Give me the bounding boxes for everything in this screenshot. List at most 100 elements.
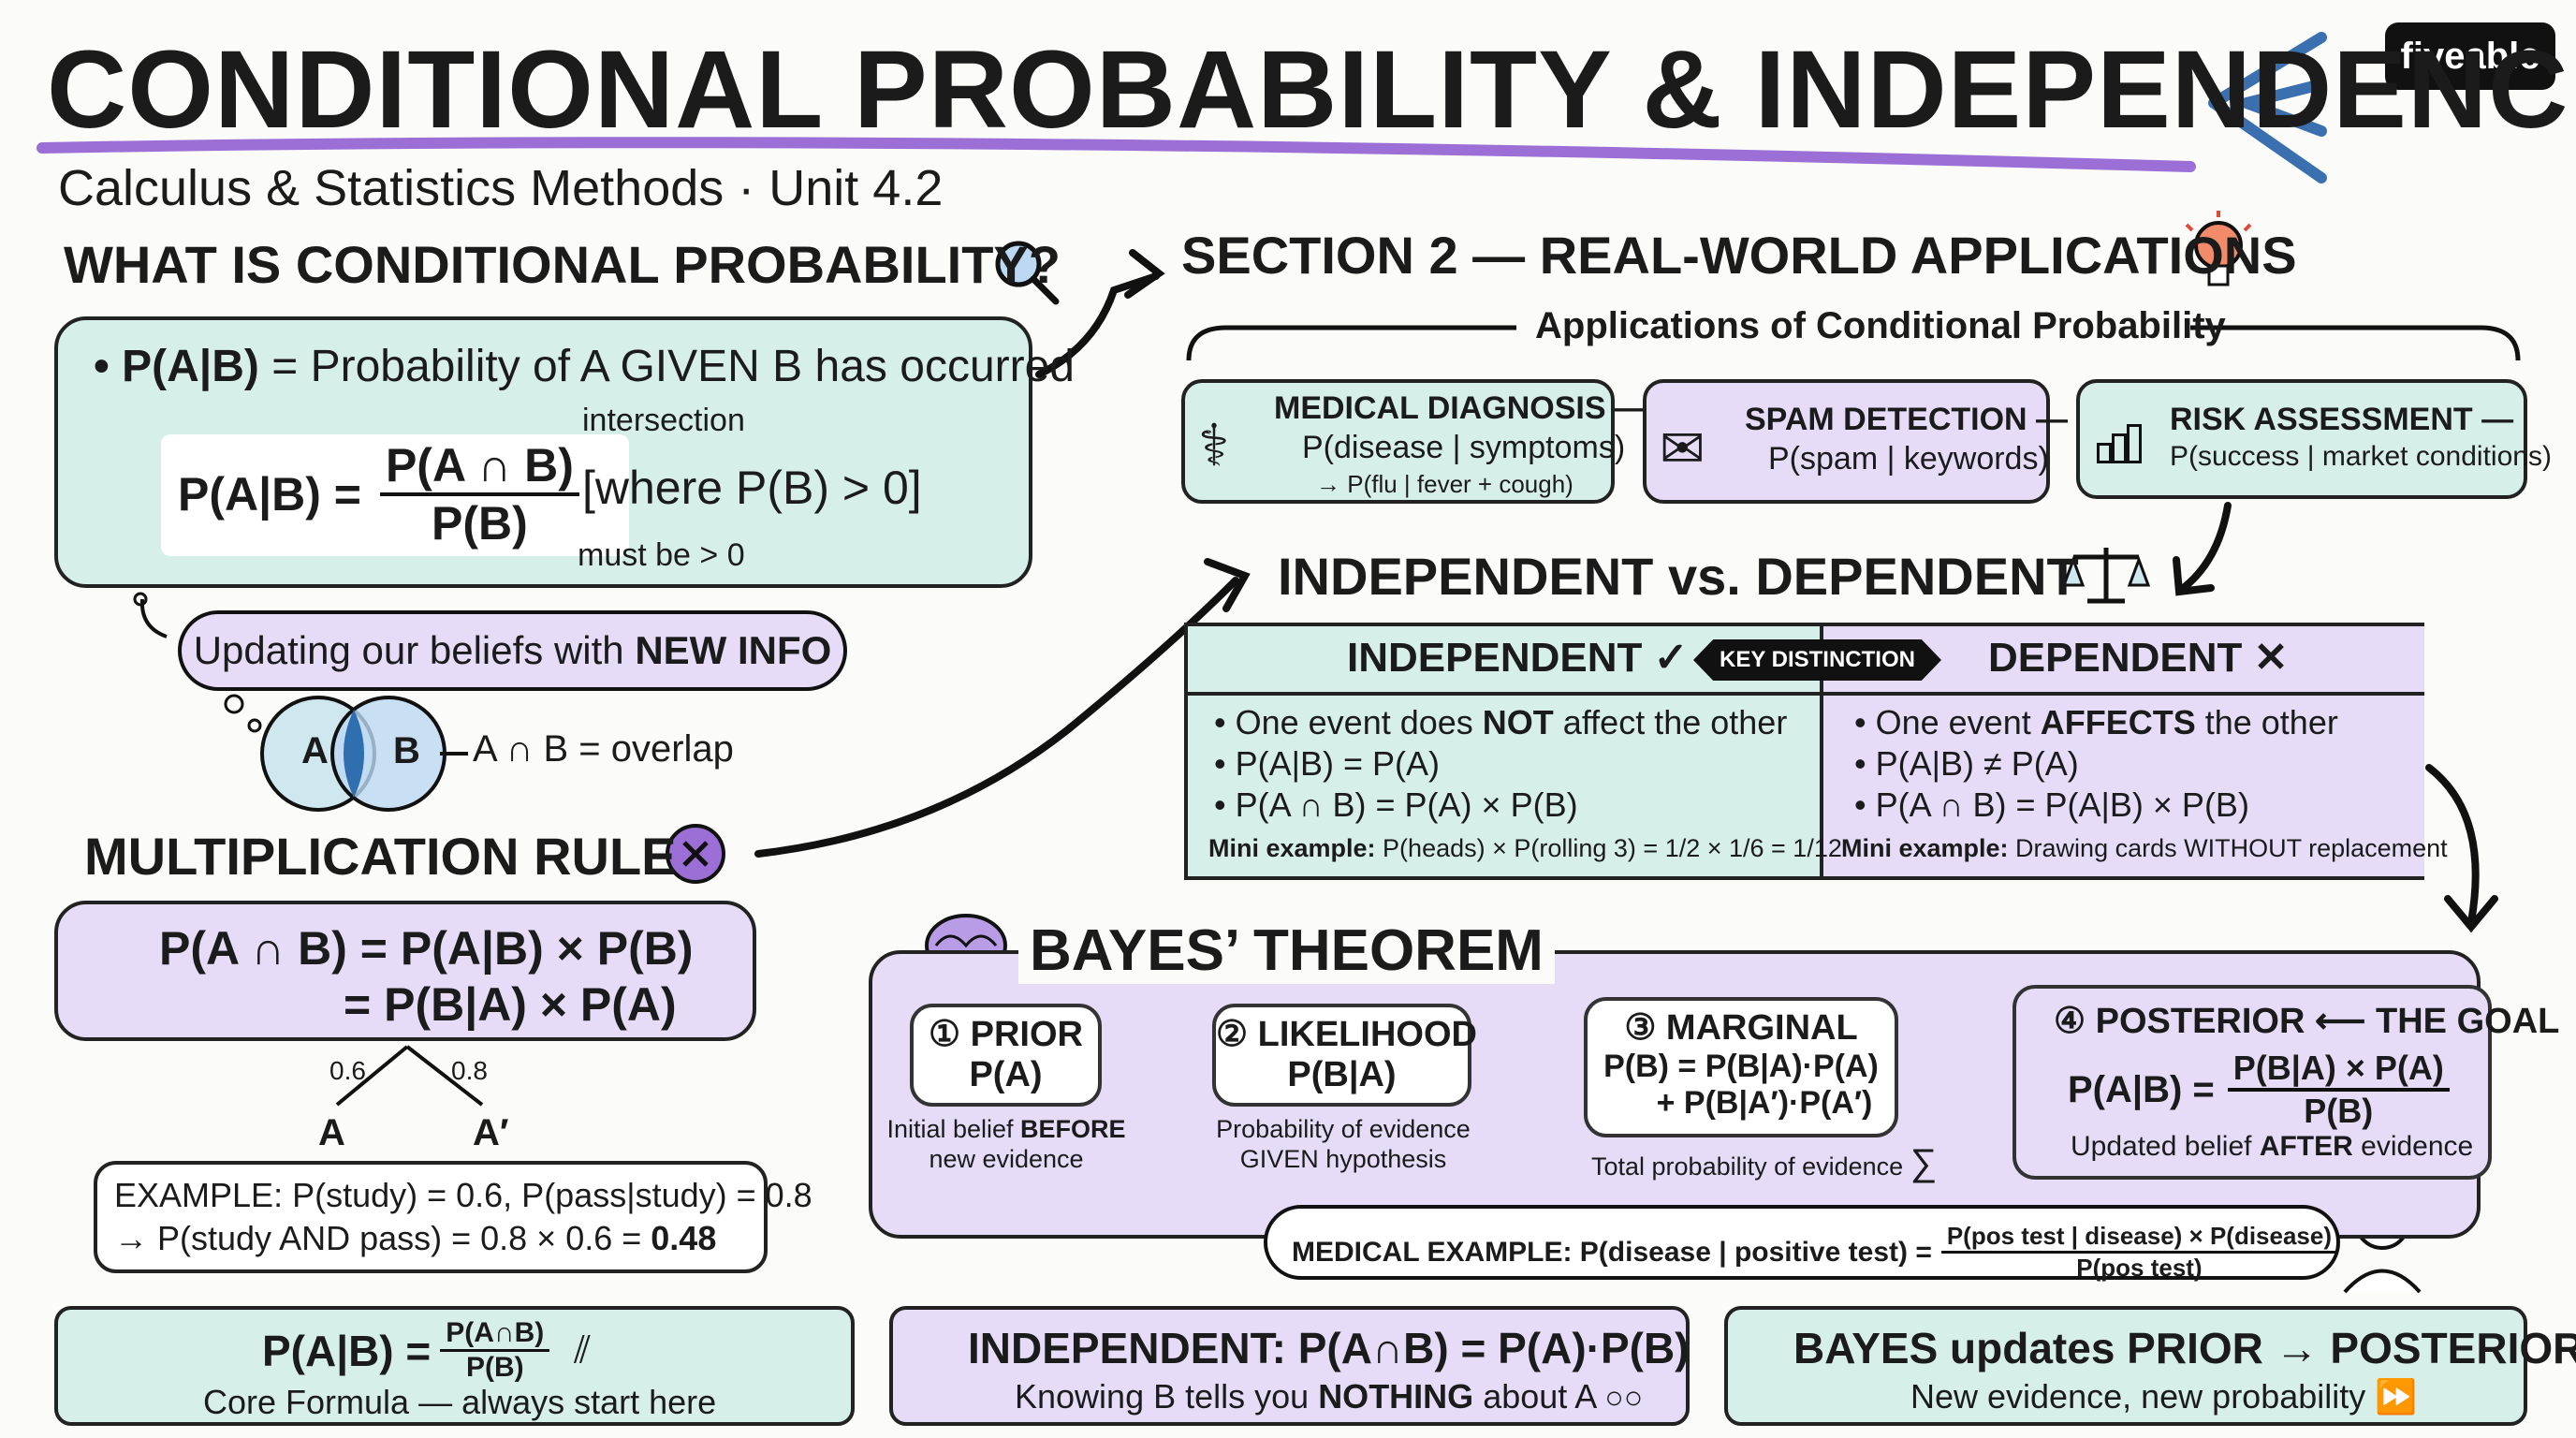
posterior-caption: Updated belief AFTER evidence [2071, 1131, 2474, 1162]
bayes-heading: BAYES’ THEOREM [1018, 917, 1555, 984]
marginal-line2: + P(B|A′)·P(A′) [1656, 1085, 1873, 1121]
medical-numerator: P(pos test | disease) × P(disease) [1940, 1222, 2338, 1254]
posterior-numerator: P(B|A) × P(A) [2227, 1049, 2450, 1092]
summary-independent-title: INDEPENDENT: P(A∩B) = P(A)·P(B) [968, 1324, 1690, 1372]
circles-icon: ○○ [1604, 1380, 1644, 1416]
medical-denominator: P(pos test) [2076, 1254, 2203, 1282]
applications-subheading: Applications of Conditional Probability [1535, 305, 2226, 346]
multiplication-line2: = P(B|A) × P(A) [344, 978, 677, 1031]
bayes-prior-card: ① PRIOR P(A) [910, 1004, 1102, 1107]
posterior-denominator: P(B) [2304, 1092, 2374, 1130]
formula-lhs: P(A|B) = [178, 468, 361, 521]
applications-brace [1186, 325, 2521, 361]
tree-left-prob: 0.6 [329, 1056, 366, 1085]
bayes-marginal-card: ③ MARGINAL P(B) = P(B|A)·P(A) + P(B|A′)·… [1584, 997, 1898, 1137]
multiplication-box: P(A ∩ B) = P(A|B) × P(B) = P(B|A) × P(A) [54, 901, 756, 1041]
dependent-bullet1: • One event AFFECTS the other [1854, 703, 2338, 741]
summary-card-core: P(A|B) = P(A∩B) P(B) ⫽ Core Formula — al… [54, 1306, 855, 1426]
marginal-caption: Total probability of evidence ∑ [1591, 1142, 1938, 1183]
arrow-to-bayes [2425, 764, 2480, 926]
dependent-bullet2: • P(A|B) ≠ P(A) [1854, 744, 2079, 783]
medical-example: → P(flu | fever + cough) [1316, 470, 1573, 498]
independent-title: INDEPENDENT ✓ [1347, 634, 1688, 682]
marginal-line1: P(B) = P(B|A)·P(A) [1603, 1049, 1879, 1084]
dependent-bullet3: • P(A ∩ B) = P(A|B) × P(B) [1854, 785, 2249, 824]
application-card-spam: SPAM DETECTION — P(spam | keywords) ✉ [1643, 379, 2068, 504]
comparison-heading: INDEPENDENT vs. DEPENDENT [1278, 547, 2079, 606]
medical-example-bubble: MEDICAL EXAMPLE: P(disease | positive te… [1264, 1205, 2340, 1282]
thought-text: Updating our beliefs with NEW INFO [182, 614, 843, 687]
multiplication-example-box: EXAMPLE: P(study) = 0.6, P(pass|study) =… [94, 1161, 812, 1273]
marginal-title: ③ MARGINAL [1624, 1008, 1858, 1048]
application-card-risk: RISK ASSESSMENT — P(success | market con… [2076, 379, 2552, 499]
title-underline [37, 137, 2196, 172]
comparison-table: INDEPENDENT ✓ DEPENDENT ✕ KEY DISTINCTIO… [1184, 623, 2448, 880]
definition-text: = Probability of A GIVEN B has occurred [258, 342, 1075, 391]
example-answer: 0.48 [651, 1219, 717, 1257]
thought-bold: NEW INFO [635, 628, 832, 672]
arrow-risk-down [2177, 502, 2232, 594]
posterior-formula: P(A|B) = P(B|A) × P(A) P(B) [2068, 1049, 2450, 1131]
summary-independent-caption: Knowing B tells you NOTHING about A ○○ [1015, 1377, 1644, 1416]
envelope-icon: ✉ [1660, 418, 1705, 479]
spam-formula: P(spam | keywords) [1768, 441, 2049, 477]
spam-title: SPAM DETECTION — [1745, 402, 2069, 437]
must-be-positive-note: must be > 0 [578, 537, 745, 573]
chevron-logo-icon [2208, 32, 2327, 183]
venn-overlap-label: A ∩ B = overlap [473, 728, 734, 770]
summary-bayes-caption: New evidence, new probability ⏩ [1910, 1377, 2418, 1416]
independent-mini-example: Mini example: P(heads) × P(rolling 3) = … [1208, 834, 1842, 862]
magnifier-icon [995, 241, 1060, 305]
summary-card-independent: INDEPENDENT: P(A∩B) = P(A)·P(B) Knowing … [889, 1306, 1690, 1426]
summary-core-caption: Core Formula — always start here [203, 1383, 717, 1421]
risk-title: RISK ASSESSMENT — [2170, 402, 2514, 437]
conditional-heading: WHAT IS CONDITIONAL PROBABILITY? [64, 235, 1061, 294]
applications-heading: SECTION 2 — REAL-WORLD APPLICATIONS [1181, 226, 2297, 285]
summary-bayes-title: BAYES updates PRIOR → POSTERIOR [1793, 1324, 2576, 1372]
multiplication-line1: P(A ∩ B) = P(A|B) × P(B) [159, 922, 694, 975]
thought-prefix: Updating our beliefs with [193, 628, 636, 672]
intersection-note: intersection [582, 403, 745, 438]
not-equal-icon: ⫽ [574, 1329, 592, 1371]
conditional-formula: P(A|B) = P(A ∩ B) P(B) [178, 438, 579, 550]
independent-bullet1: • One event does NOT affect the other [1214, 703, 1788, 741]
bar-chart-icon [2097, 420, 2153, 463]
formula-numerator: P(A ∩ B) [379, 438, 579, 496]
multiply-circle-icon [666, 824, 725, 884]
key-distinction-badge: KEY DISTINCTION [1693, 639, 1941, 681]
medical-title: MEDICAL DIAGNOSIS — [1274, 390, 1647, 426]
bayes-likelihood-card: ② LIKELIHOOD P(B|A) [1212, 1004, 1477, 1107]
multiplication-heading: MULTIPLICATION RULE [84, 827, 677, 886]
dependent-title-text: DEPENDENT [1988, 635, 2243, 681]
summary-card-bayes: BAYES updates PRIOR → POSTERIOR New evid… [1724, 1306, 2576, 1426]
sigma-icon: ∑ [1910, 1142, 1938, 1183]
check-icon: ✓ [1653, 635, 1689, 681]
probability-tree [335, 1045, 484, 1107]
example-line1: EXAMPLE: P(study) = 0.6, P(pass|study) =… [114, 1176, 812, 1214]
medical-formula: P(disease | symptoms) [1302, 430, 1626, 465]
cross-icon: ✕ [2253, 635, 2289, 681]
lightbulb-icon [2185, 211, 2252, 286]
likelihood-formula: P(B|A) [1287, 1055, 1397, 1094]
tree-right-prob: 0.8 [451, 1056, 488, 1085]
prior-formula: P(A) [969, 1055, 1043, 1094]
balance-scale-icon [2061, 548, 2151, 604]
dependent-mini-example: Mini example: Drawing cards WITHOUT repl… [1841, 834, 2448, 862]
arrow-to-applications [1035, 272, 1160, 378]
venn-diagram [260, 696, 468, 812]
dependent-title: DEPENDENT ✕ [1988, 634, 2288, 682]
posterior-title: ④ POSTERIOR ⟵ THE GOAL [2054, 1002, 2560, 1041]
example-line2: → P(study AND pass) = 0.8 × 0.6 = 0.48 [114, 1219, 716, 1258]
page-title: CONDITIONAL PROBABILITY & INDEPENDENCE [47, 28, 2576, 152]
risk-formula: P(success | market conditions) [2170, 441, 2552, 472]
venn-label-b: B [393, 730, 420, 771]
conditional-definition-box: • P(A|B) = Probability of A GIVEN B has … [54, 316, 1075, 588]
tree-left-node: A [318, 1112, 345, 1153]
definition-term: • P(A|B) [94, 342, 259, 391]
definition-line: • P(A|B) = Probability of A GIVEN B has … [94, 341, 1075, 392]
thought-bubble: Updating our beliefs with NEW INFO [178, 610, 847, 691]
formula-denominator: P(B) [432, 497, 528, 550]
